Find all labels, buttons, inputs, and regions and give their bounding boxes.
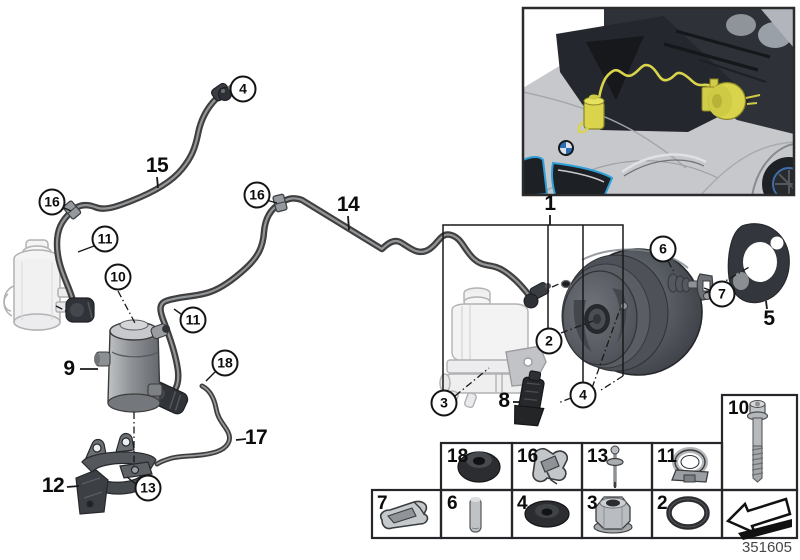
label-pipe-15: 15 <box>145 154 169 177</box>
callout-13[interactable]: 13 <box>134 474 162 502</box>
callout-6[interactable]: 6 <box>649 235 677 263</box>
continue-arrow-icon <box>725 497 792 540</box>
callout-4-booster[interactable]: 4 <box>569 381 597 409</box>
reservoir-ghost <box>439 287 547 409</box>
callout-2[interactable]: 2 <box>535 327 563 355</box>
vacuum-pump <box>94 319 171 413</box>
vent-hose-17 <box>154 383 232 467</box>
legend-number-10[interactable]: 10 <box>728 398 750 419</box>
legend-number-7[interactable]: 7 <box>377 493 388 514</box>
label-pump-9: 9 <box>63 357 75 380</box>
legend-number-18[interactable]: 18 <box>447 446 469 467</box>
callout-7[interactable]: 7 <box>708 280 736 308</box>
wheel-arch <box>751 143 794 195</box>
ghost-pump-elbow-fitting <box>65 297 95 323</box>
wiper-blade <box>663 42 759 72</box>
pipe-clip-16-mid <box>272 193 288 213</box>
vacuum-port <box>560 279 572 289</box>
car-inset-photo <box>523 8 794 195</box>
cowl-vent <box>586 36 644 100</box>
vacuum-pipe-15 <box>53 92 223 308</box>
legend-part-clip-16 <box>532 447 569 485</box>
callout-11-left[interactable]: 11 <box>91 225 119 253</box>
callout-10[interactable]: 10 <box>104 263 132 291</box>
legend-part-pin-6 <box>469 497 482 533</box>
wiper-arm <box>699 58 767 84</box>
a-pillar <box>760 8 794 48</box>
assembly-axis-lines <box>55 260 752 466</box>
legend-number-13[interactable]: 13 <box>587 446 609 467</box>
label-connector-8: 8 <box>498 389 510 412</box>
legend-part-nut-3 <box>593 496 633 534</box>
callout-16-mid[interactable]: 16 <box>243 181 271 209</box>
legend-part-bolt-10 <box>746 400 769 483</box>
legend-part-clip-7 <box>379 500 429 530</box>
legend-part-clamp-11 <box>671 447 709 483</box>
legend-grid <box>370 393 799 540</box>
mounting-stud <box>620 302 628 310</box>
highlighted-vacuum-pipe <box>597 63 722 99</box>
inset-photo-border <box>521 6 796 197</box>
wiper-blade <box>675 29 771 59</box>
headlight <box>621 153 707 174</box>
legend-number-6[interactable]: 6 <box>447 493 458 514</box>
label-hose-17: 17 <box>244 426 268 449</box>
callout-3[interactable]: 3 <box>430 389 458 417</box>
electrical-connector <box>514 370 545 427</box>
legend-number-11[interactable]: 11 <box>657 446 678 467</box>
gasket <box>727 223 790 304</box>
booster-pipe-fitting <box>523 281 551 309</box>
seat <box>726 14 756 36</box>
brake-booster <box>560 248 715 376</box>
pipe-clip-16-left <box>62 200 82 220</box>
mounting-bracket <box>75 432 157 515</box>
legend-part-grommet-18 <box>457 451 501 483</box>
legend-number-2[interactable]: 2 <box>657 493 668 514</box>
highlighted-brake-booster <box>701 78 761 121</box>
label-group-1: 1 <box>544 192 556 215</box>
group-bracket-1 <box>442 224 624 390</box>
legend-number-16[interactable]: 16 <box>517 446 539 467</box>
callout-4-pipe-end[interactable]: 4 <box>229 75 257 103</box>
callout-11-mid[interactable]: 11 <box>179 306 207 334</box>
drawing-number: 351605 <box>741 539 792 556</box>
label-gasket-5: 5 <box>763 307 775 330</box>
legend-part-oring-2 <box>666 496 710 530</box>
legend-part-rivet-13 <box>606 445 624 488</box>
callout-16-left[interactable]: 16 <box>38 188 66 216</box>
legend-part-grommet-4 <box>524 500 570 528</box>
label-pipe-14: 14 <box>336 193 360 216</box>
pipe-end-fitting-4 <box>210 82 238 102</box>
callout-18[interactable]: 18 <box>211 349 239 377</box>
highlighted-vacuum-pump <box>577 94 605 134</box>
legend-number-4[interactable]: 4 <box>517 493 528 514</box>
legend-number-3[interactable]: 3 <box>587 493 598 514</box>
label-bracket-12: 12 <box>41 474 65 497</box>
kidney-grille-left <box>523 156 549 195</box>
